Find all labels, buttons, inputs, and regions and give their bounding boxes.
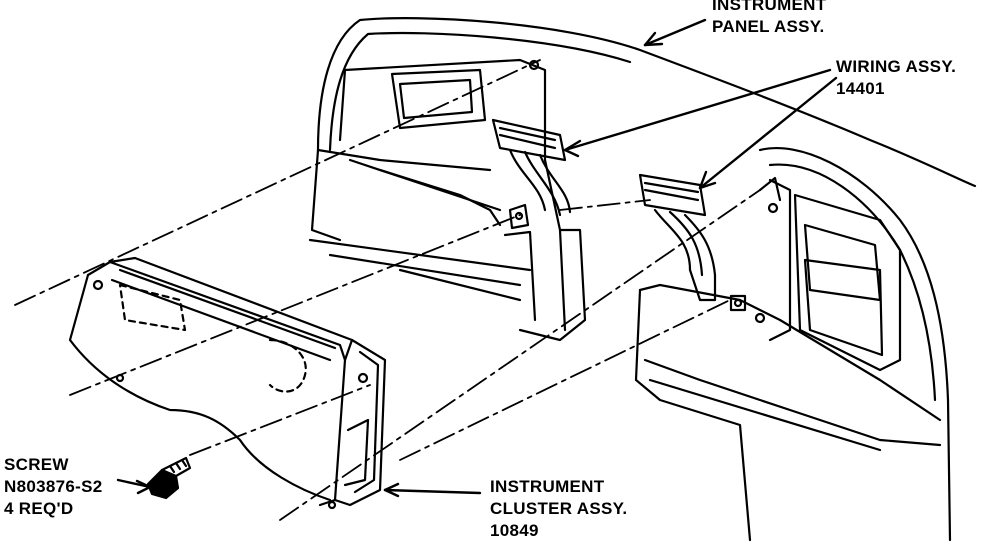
screw-label: SCREW N803876-S2 4 REQ'D	[4, 454, 102, 520]
alignment-lines	[14, 59, 761, 521]
instrument-cluster-label-line2: CLUSTER ASSY.	[490, 499, 628, 518]
wiring-assembly-part-number: 14401	[836, 79, 885, 98]
instrument-panel-assembly	[308, 17, 977, 542]
wiring-assembly-label-line1: WIRING ASSY.	[836, 57, 957, 76]
instrument-cluster-part-number: 10849	[490, 521, 539, 540]
instrument-cluster-label: INSTRUMENT CLUSTER ASSY. 10849	[490, 476, 627, 542]
instrument-cluster-assembly	[68, 256, 387, 510]
screw-quantity: 4 REQ'D	[4, 499, 74, 518]
instrument-panel-label: INSTRUMENT PANEL ASSY.	[712, 0, 826, 38]
screw-label-line1: SCREW	[4, 455, 69, 474]
instrument-panel-label-line1: INSTRUMENT	[712, 0, 827, 14]
wiring-assembly	[491, 118, 717, 302]
screw	[146, 456, 192, 500]
instrument-cluster-label-line1: INSTRUMENT	[490, 477, 605, 496]
wiring-assembly-label: WIRING ASSY. 14401	[836, 56, 956, 100]
leader-lines	[116, 18, 838, 498]
screw-part-number: N803876-S2	[4, 477, 103, 496]
instrument-panel-label-line2: PANEL ASSY.	[712, 17, 825, 36]
